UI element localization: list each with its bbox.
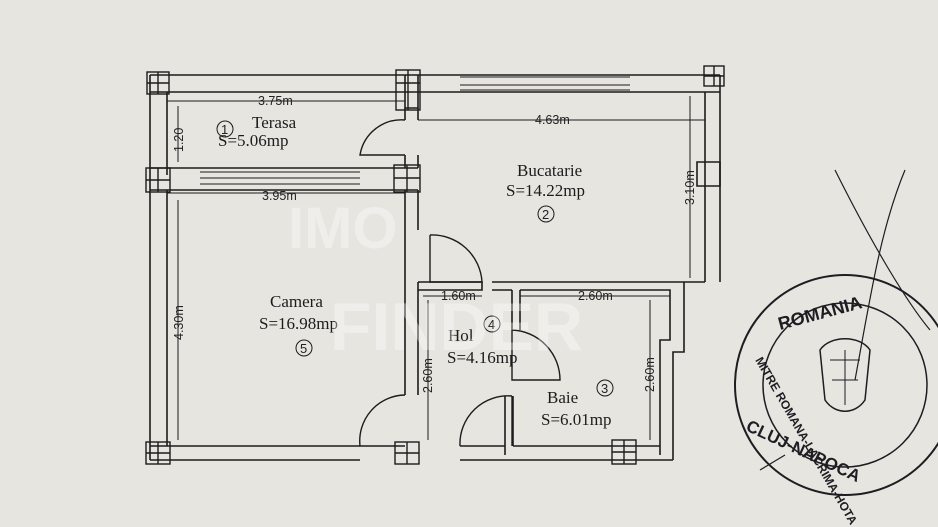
watermark-line2: FINDER (330, 289, 583, 365)
room-area-baie: S=6.01mp (541, 410, 612, 429)
room-area-bucatarie: S=14.22mp (506, 181, 585, 200)
official-stamp (734, 169, 938, 496)
room-name-terasa: Terasa (252, 113, 297, 132)
room-area-terasa: S=5.06mp (218, 131, 289, 150)
room-number-terasa: 1 (221, 122, 228, 137)
dim-baie-width: 2.60m (578, 289, 613, 303)
room-area-hol: S=4.16mp (447, 348, 518, 367)
room-number-badge-3 (596, 379, 614, 397)
room-number-baie: 3 (601, 381, 608, 396)
dim-bucatarie-depth: 3.10m (683, 170, 697, 205)
dim-terasa-depth: 1.20 (172, 128, 186, 152)
room-name-bucatarie: Bucatarie (517, 161, 582, 180)
room-number-camera: 5 (300, 341, 307, 356)
room-number-badge-5 (295, 339, 313, 357)
dim-hol-depth: 2.60m (421, 358, 435, 393)
dim-camera-width: 3.95m (262, 189, 297, 203)
dim-terasa-width: 3.75m (258, 94, 293, 108)
room-number-badge-4 (483, 315, 501, 333)
room-name-camera: Camera (270, 292, 323, 311)
walls (149, 74, 721, 461)
watermark: IMO FINDER (288, 196, 583, 365)
room-name-baie: Baie (547, 388, 578, 407)
room-number-bucatarie: 2 (542, 207, 549, 222)
dim-bucatarie-width: 4.63m (535, 113, 570, 127)
room-area-camera: S=16.98mp (259, 314, 338, 333)
room-number-hol: 4 (488, 317, 495, 332)
room-number-badge-2 (537, 205, 555, 223)
watermark-line1: IMO (288, 196, 398, 261)
dim-camera-depth: 4.30m (172, 305, 186, 340)
doors (359, 119, 561, 447)
dim-baie-depth: 2.60m (643, 357, 657, 392)
column-markers (145, 65, 725, 465)
dim-hol-width: 1.60m (441, 289, 476, 303)
room-name-hol: Hol (448, 326, 474, 345)
room-number-badge-1 (216, 120, 234, 138)
dimension-lines (167, 96, 705, 440)
